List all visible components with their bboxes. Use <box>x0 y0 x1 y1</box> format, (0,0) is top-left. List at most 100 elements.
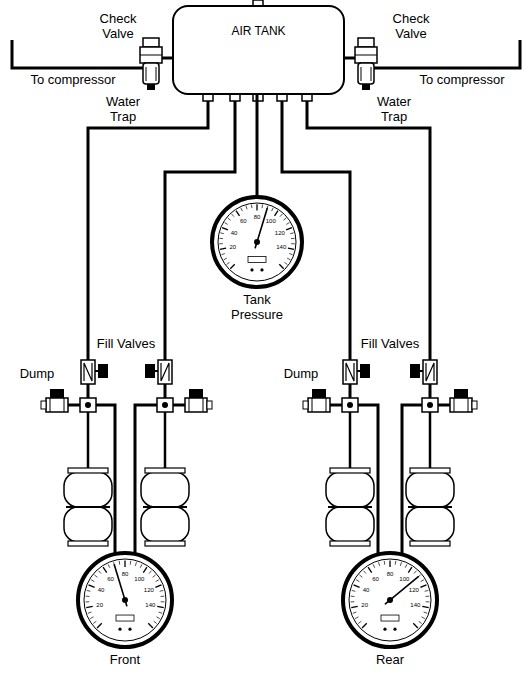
gauge-tick <box>103 567 107 572</box>
gauge-tick <box>159 612 163 613</box>
gauge-tick <box>384 561 386 565</box>
gauge-tick <box>379 562 380 566</box>
air-bag <box>406 412 454 546</box>
gauge-screw <box>118 628 121 631</box>
gauge-tick <box>91 580 94 582</box>
gauge-tick <box>161 596 165 597</box>
check-valve <box>140 38 172 90</box>
dial-number: 60 <box>240 218 247 225</box>
gauge-tick <box>286 223 289 225</box>
gauge-tick <box>373 564 375 567</box>
gauge-tick <box>362 623 367 628</box>
supply-line <box>88 100 208 360</box>
gauge-tick <box>251 205 253 209</box>
gauge-hub <box>122 597 128 603</box>
gauge-tick <box>284 262 287 264</box>
gauge-tick <box>86 596 90 597</box>
gauge-tick <box>421 580 424 582</box>
part-label: Fill Valves <box>361 336 419 351</box>
compressor-line <box>374 40 520 68</box>
part-label: To compressor <box>419 72 504 87</box>
gauge-label: Front <box>90 652 160 667</box>
gauge-tick <box>130 561 132 565</box>
gauge-tick <box>425 590 429 592</box>
dial-number: 20 <box>96 602 103 609</box>
gauge-ring <box>84 559 166 641</box>
air-tank: AIR TANK <box>172 5 345 95</box>
tank-port <box>302 94 312 101</box>
gauge-tick <box>90 617 93 619</box>
air-bag <box>64 412 112 546</box>
gauge-tick <box>283 218 286 220</box>
gauge-dial <box>75 550 175 650</box>
gauge-tick <box>98 571 101 574</box>
gauge-tick <box>395 561 397 565</box>
dial-number: 60 <box>372 575 379 582</box>
gauge-tick <box>368 567 372 572</box>
gauge-tick <box>356 580 359 582</box>
air-bag <box>141 412 189 546</box>
gauge-tick <box>94 575 97 577</box>
part-label: To compressor <box>30 72 115 87</box>
gauge-tick <box>358 621 361 623</box>
gauge-hub <box>387 597 393 603</box>
gauge-tick <box>262 205 264 209</box>
gauge-tick <box>288 248 294 249</box>
gauge-tick <box>241 208 243 211</box>
gauge-ring <box>349 559 431 641</box>
gauge-tick <box>232 214 234 217</box>
gauge-tick <box>124 561 125 568</box>
pressure-gauge: Rear <box>340 550 440 667</box>
gauge-screw <box>393 628 396 631</box>
dial-number: 100 <box>266 218 276 225</box>
gauge-tick <box>291 243 295 244</box>
dial-number: 120 <box>144 587 154 594</box>
gauge-tick <box>221 254 224 255</box>
gauge-tick <box>220 232 223 234</box>
air-bag <box>326 412 374 546</box>
pressure-gauge: Tank Pressure <box>209 194 305 322</box>
check-valve <box>345 38 377 90</box>
gauge-tick <box>289 254 292 255</box>
gauge-tick <box>222 228 228 230</box>
gauge-tick <box>97 623 102 628</box>
gauge-tick <box>220 248 226 249</box>
gauge-tick <box>275 211 279 216</box>
gauge-tick <box>148 623 153 628</box>
gauge-tick <box>424 612 428 613</box>
gauge-dial <box>340 550 440 650</box>
dial-number: 140 <box>410 602 420 609</box>
gauge-tick <box>408 567 412 572</box>
gauge-tick <box>108 564 110 567</box>
gauge-hub <box>254 239 260 245</box>
gauge-tick <box>157 617 160 619</box>
gauge-label: Tank Pressure <box>224 292 290 322</box>
gauge-tick <box>355 617 358 619</box>
gauge-tick <box>290 232 293 234</box>
gauge-tick <box>153 575 156 577</box>
fill-dump-valve <box>145 360 212 412</box>
gauge-rim <box>212 197 302 287</box>
gauge-rim <box>78 553 172 647</box>
part-label: Dump <box>284 366 319 381</box>
part-label: Water Trap <box>100 94 146 124</box>
gauge-tick <box>224 258 227 260</box>
gauge-screw <box>128 628 131 631</box>
air-lines <box>12 40 520 556</box>
gauge-tick <box>363 571 366 574</box>
gauge-tick <box>93 621 96 623</box>
dial-number: 40 <box>98 587 105 594</box>
gauge-tick <box>88 612 92 613</box>
gauge-tick <box>351 601 355 602</box>
dial-number: 80 <box>254 214 261 221</box>
gauge-tick <box>154 621 157 623</box>
gauge-tick <box>419 621 422 623</box>
dial-number: 100 <box>134 575 144 582</box>
gauge-tick <box>351 596 355 597</box>
gauge-tick <box>156 580 159 582</box>
gauge-ring <box>218 203 296 281</box>
gauge-tick <box>161 601 165 602</box>
dial-number: 60 <box>107 575 114 582</box>
